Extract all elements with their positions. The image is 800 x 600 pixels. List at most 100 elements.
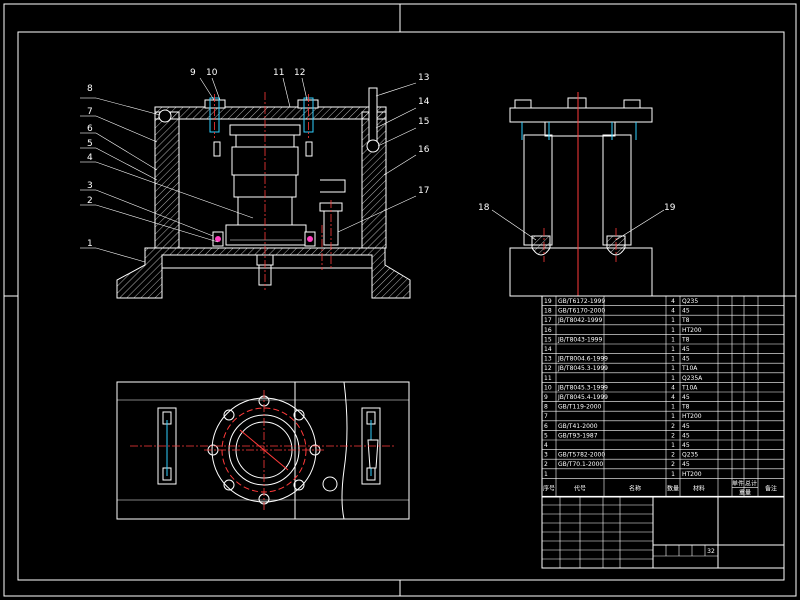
bom-header-qty: 数量 — [667, 484, 679, 492]
bom-cell-qty: 1 — [671, 404, 675, 411]
bom-cell-mat: T10A — [681, 384, 698, 391]
balloon-7: 7 — [87, 107, 93, 117]
bom-header-mat: 材料 — [693, 484, 705, 492]
balloon-19: 19 — [664, 203, 676, 213]
bom-cell-qty: 2 — [671, 423, 675, 430]
bom-cell-mat: Q235A — [682, 375, 703, 382]
bom-header-name: 名称 — [629, 484, 641, 492]
bom-cell-no: 1 — [544, 471, 548, 478]
bom-cell-no: 12 — [544, 365, 552, 372]
bom-cell-qty: 1 — [671, 346, 675, 353]
bom-cell-qty: 1 — [671, 317, 675, 324]
balloon-11: 11 — [273, 68, 284, 78]
bom-cell-mat: 45 — [682, 442, 690, 449]
bom-cell-no: 19 — [544, 298, 552, 305]
bom-cell-qty: 1 — [671, 442, 675, 449]
bom-cell-no: 10 — [544, 384, 552, 391]
bom-cell-qty: 1 — [671, 356, 675, 363]
balloon-6: 6 — [87, 124, 93, 134]
bom-cell-code: GB/T41-2000 — [558, 423, 598, 430]
balloon-4: 4 — [87, 153, 93, 163]
balloon-18: 18 — [478, 203, 490, 213]
bom-cell-code: GB/T6170-2000 — [558, 308, 605, 315]
balloon-15: 15 — [418, 117, 429, 127]
bom-cell-code: JB/T8004.6-1999 — [557, 356, 608, 363]
bom-cell-code: GB/T70.1-2000 — [558, 461, 603, 468]
bom-cell-no: 11 — [544, 375, 552, 382]
title-block: 32 — [541, 496, 785, 569]
plan-view — [116, 381, 410, 520]
bom-cell-mat: 45 — [682, 423, 690, 430]
bom-header-unit: 单件 — [732, 479, 744, 487]
bom-cell-mat: HT200 — [682, 327, 702, 334]
bom-cell-qty: 1 — [671, 471, 675, 478]
bom-cell-mat: Q235 — [682, 298, 698, 305]
front-view: 8 7 6 5 4 3 2 1 9 10 11 12 13 14 15 16 1… — [80, 68, 430, 299]
bom-cell-code: GB/T119-2000 — [558, 404, 602, 411]
bom-cell-no: 3 — [544, 452, 548, 459]
bom-cell-mat: 45 — [682, 356, 690, 363]
bom-cell-mat: T10A — [681, 365, 698, 372]
bom-cell-mat: HT200 — [682, 471, 702, 478]
bom-header-note: 备注 — [765, 484, 777, 492]
bom-cell-mat: T8 — [681, 404, 690, 411]
scale-value: 32 — [707, 548, 715, 555]
balloon-9: 9 — [190, 68, 196, 78]
sheet-border — [3, 3, 797, 597]
bom-cell-mat: 45 — [682, 346, 690, 353]
balloon-14: 14 — [418, 97, 430, 107]
bom-cell-code: JB/T8045.4-1999 — [557, 394, 608, 401]
bom-cell-code: JB/T8045.3-1999 — [557, 384, 608, 391]
bom-cell-no: 4 — [544, 442, 548, 449]
bom-cell-code: JB/T8043-1999 — [557, 336, 602, 343]
bom-cell-qty: 1 — [671, 365, 675, 372]
bom-cell-qty: 4 — [671, 384, 675, 391]
bom-cell-code: GB/T5782-2000 — [558, 452, 605, 459]
side-view: 18 19 — [478, 92, 676, 297]
bom-cell-qty: 2 — [671, 452, 675, 459]
bom-cell-no: 7 — [544, 413, 548, 420]
bom-header-code: 代号 — [574, 484, 586, 492]
bom-cell-code: JB/T8042-1999 — [557, 317, 602, 324]
balloon-3: 3 — [87, 181, 93, 191]
bom-cell-qty: 1 — [671, 327, 675, 334]
bom-cell-no: 6 — [544, 423, 548, 430]
bom-header-no: 序号 — [543, 484, 555, 492]
bom-cell-no: 16 — [544, 327, 552, 334]
bom-header-total: 总计 — [745, 479, 757, 487]
bom-cell-qty: 4 — [671, 298, 675, 305]
bom-cell-qty: 1 — [671, 413, 675, 420]
front-leaders — [80, 77, 417, 263]
bom-cell-code: JB/T8045.3-1999 — [557, 365, 608, 372]
balloon-5: 5 — [87, 139, 93, 149]
bom-cell-mat: HT200 — [682, 413, 702, 420]
bom-cell-qty: 2 — [671, 432, 675, 439]
balloon-16: 16 — [418, 145, 430, 155]
bom-cell-qty: 4 — [671, 394, 675, 401]
balloon-2: 2 — [87, 196, 93, 206]
bom-header-weight: 重量 — [739, 488, 751, 496]
bom-cell-mat: 45 — [682, 461, 690, 468]
bom-cell-no: 8 — [544, 404, 548, 411]
bom-cell-mat: T8 — [681, 317, 690, 324]
bom-cell-code: GB/T6172-1999 — [558, 298, 605, 305]
bom-cell-no: 2 — [544, 461, 548, 468]
balloon-10: 10 — [206, 68, 218, 78]
bom-cell-no: 18 — [544, 308, 552, 315]
bom-cell-no: 9 — [544, 394, 548, 401]
bom-cell-no: 13 — [544, 356, 552, 363]
bom-cell-code: GB/T93-1987 — [558, 432, 598, 439]
bom-cell-no: 15 — [544, 336, 552, 343]
balloon-8: 8 — [87, 84, 93, 94]
balloon-17: 17 — [418, 186, 429, 196]
balloon-13: 13 — [418, 73, 429, 83]
bom-cell-no: 14 — [544, 346, 552, 353]
balloon-12: 12 — [294, 68, 305, 78]
bom-cell-qty: 4 — [671, 308, 675, 315]
bom-cell-mat: T8 — [681, 336, 690, 343]
bom-cell-mat: 45 — [682, 432, 690, 439]
bom-cell-no: 5 — [544, 432, 548, 439]
bom-cell-mat: Q235 — [682, 452, 698, 459]
